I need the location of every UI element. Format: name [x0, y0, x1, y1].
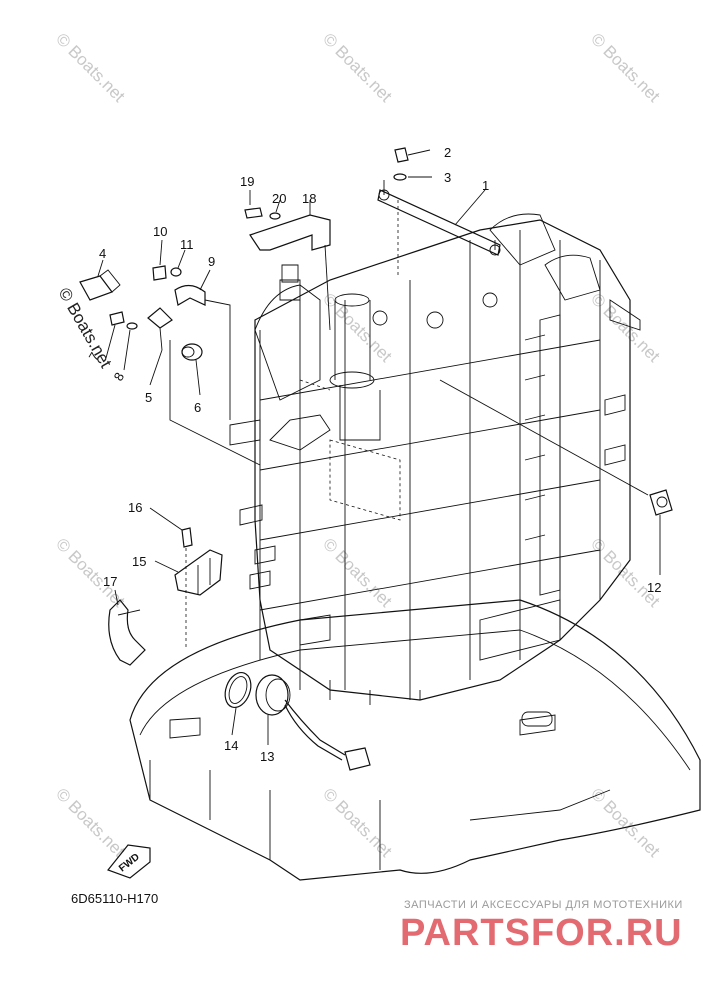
- part-9-clamp: [174, 269, 231, 420]
- callout-20: 20: [272, 191, 286, 206]
- brand-name: PARTSFOR.RU: [400, 912, 683, 954]
- callout-9: 9: [208, 254, 215, 269]
- callout-1: 1: [482, 178, 489, 193]
- part-20-washer: [269, 199, 281, 220]
- part-8-bolt: [105, 311, 125, 359]
- diagram-code: 6D65110-H170: [71, 891, 158, 906]
- callout-6: 6: [194, 400, 201, 415]
- engine-block: [229, 213, 641, 705]
- watermark: © Boats.net: [587, 784, 664, 861]
- part-7-washer: [123, 322, 138, 371]
- part-13-sensor: [255, 674, 371, 771]
- watermark: © Boats.net: [52, 29, 129, 106]
- part-5-bracket: [147, 307, 261, 466]
- callout-19: 19: [240, 174, 254, 189]
- callout-8: 8: [111, 370, 128, 384]
- watermark: © Boats.net: [319, 289, 396, 366]
- watermark-dark: © Boats.net: [55, 285, 116, 372]
- part-18-bracket: [249, 200, 331, 331]
- callout-10: 10: [153, 224, 167, 239]
- part-1-bracket: [377, 180, 501, 275]
- part-16-bolt: [149, 507, 193, 548]
- bottom-cowling: [129, 599, 701, 881]
- callouts: 1 2 3 4 5 6 7 8 9 10 11 12 13 14 15 16 1…: [86, 145, 662, 764]
- part-19-bolt: [244, 190, 263, 219]
- part-12-sensor: [439, 379, 673, 575]
- part-14-oring: [224, 671, 252, 736]
- part-2-bolt: [394, 147, 431, 163]
- part-4-sensor: [79, 259, 121, 301]
- callout-12: 12: [647, 580, 661, 595]
- watermark: © Boats.net: [587, 534, 664, 611]
- watermark: © Boats.net: [587, 289, 664, 366]
- watermark: © Boats.net: [319, 29, 396, 106]
- part-17-clip: [108, 589, 146, 666]
- part-3-washer: [393, 173, 432, 181]
- watermarks: © Boats.net © Boats.net © Boats.net © Bo…: [52, 29, 664, 861]
- callout-17: 17: [103, 574, 117, 589]
- callout-14: 14: [224, 738, 238, 753]
- callout-4: 4: [99, 246, 106, 261]
- callout-2: 2: [444, 145, 451, 160]
- callout-18: 18: [302, 191, 316, 206]
- callout-15: 15: [132, 554, 146, 569]
- watermark: © Boats.net: [319, 784, 396, 861]
- watermark: © Boats.net: [319, 534, 396, 611]
- brand-subtitle: ЗАПЧАСТИ И АКСЕССУАРЫ ДЛЯ МОТОТЕХНИКИ: [404, 899, 683, 911]
- callout-5: 5: [145, 390, 152, 405]
- callout-16: 16: [128, 500, 142, 515]
- callout-3: 3: [444, 170, 451, 185]
- watermark: © Boats.net: [587, 29, 664, 106]
- callout-11: 11: [180, 237, 194, 252]
- callout-13: 13: [260, 749, 274, 764]
- part-6-grommet: [181, 343, 203, 396]
- part-10-bolt: [152, 239, 167, 281]
- brand-logo: ЗАПЧАСТИ И АКСЕССУАРЫ ДЛЯ МОТОТЕХНИКИ PA…: [400, 899, 683, 954]
- part-11-washer: [170, 249, 186, 277]
- part-15-bracket: [154, 548, 223, 650]
- watermark: © Boats.net: [52, 784, 129, 861]
